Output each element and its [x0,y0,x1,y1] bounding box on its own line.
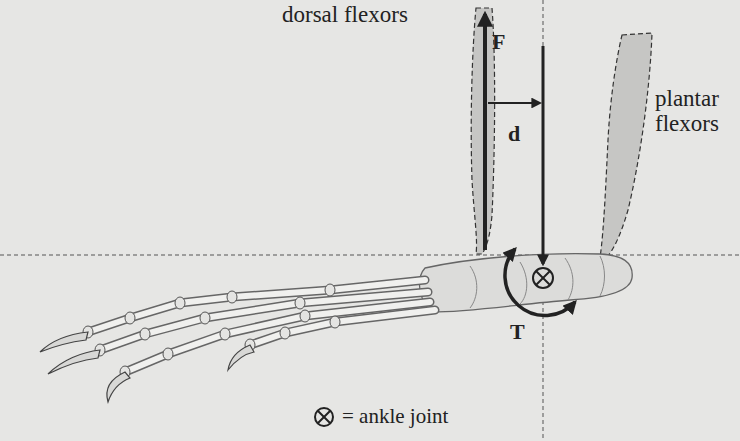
dorsal-flexor-muscle [471,8,494,254]
legend-symbol [312,405,336,429]
joint [125,312,135,324]
reference-line [543,0,544,441]
claw [40,332,88,352]
joint [227,291,237,303]
joint [300,310,310,322]
joint [175,297,185,309]
reference-line [0,255,740,256]
force-label: F [492,30,505,54]
tarsal-bones [420,254,633,312]
reaction-arrow [542,46,545,264]
joint [295,297,305,309]
joint [325,284,335,296]
ankle-joint-symbol [533,268,553,288]
torque-label: T [510,320,525,344]
legend-entry: = ankle joint [312,404,448,429]
torque-arrow [505,249,575,316]
muscle-label: dorsal flexors [282,2,408,27]
joint [163,348,173,360]
digit-bone-outline [250,310,435,345]
tarsal-joints [470,256,605,308]
moment-arm-line [488,102,540,104]
joint [140,328,150,340]
foot-skeleton [40,254,632,402]
claw [228,345,254,370]
joint [280,327,290,339]
force-arrow [483,14,487,250]
plantar-flexor-muscle [600,33,652,258]
joint [200,312,210,324]
legend-text: = ankle joint [342,404,448,429]
joint [330,316,340,328]
claw [48,350,100,374]
dimension-tick [542,96,544,110]
claw [107,372,130,402]
joint [220,328,230,340]
digit-bone [250,310,435,345]
distance-label: d [508,122,520,146]
muscle-label: plantar flexors [655,86,735,137]
